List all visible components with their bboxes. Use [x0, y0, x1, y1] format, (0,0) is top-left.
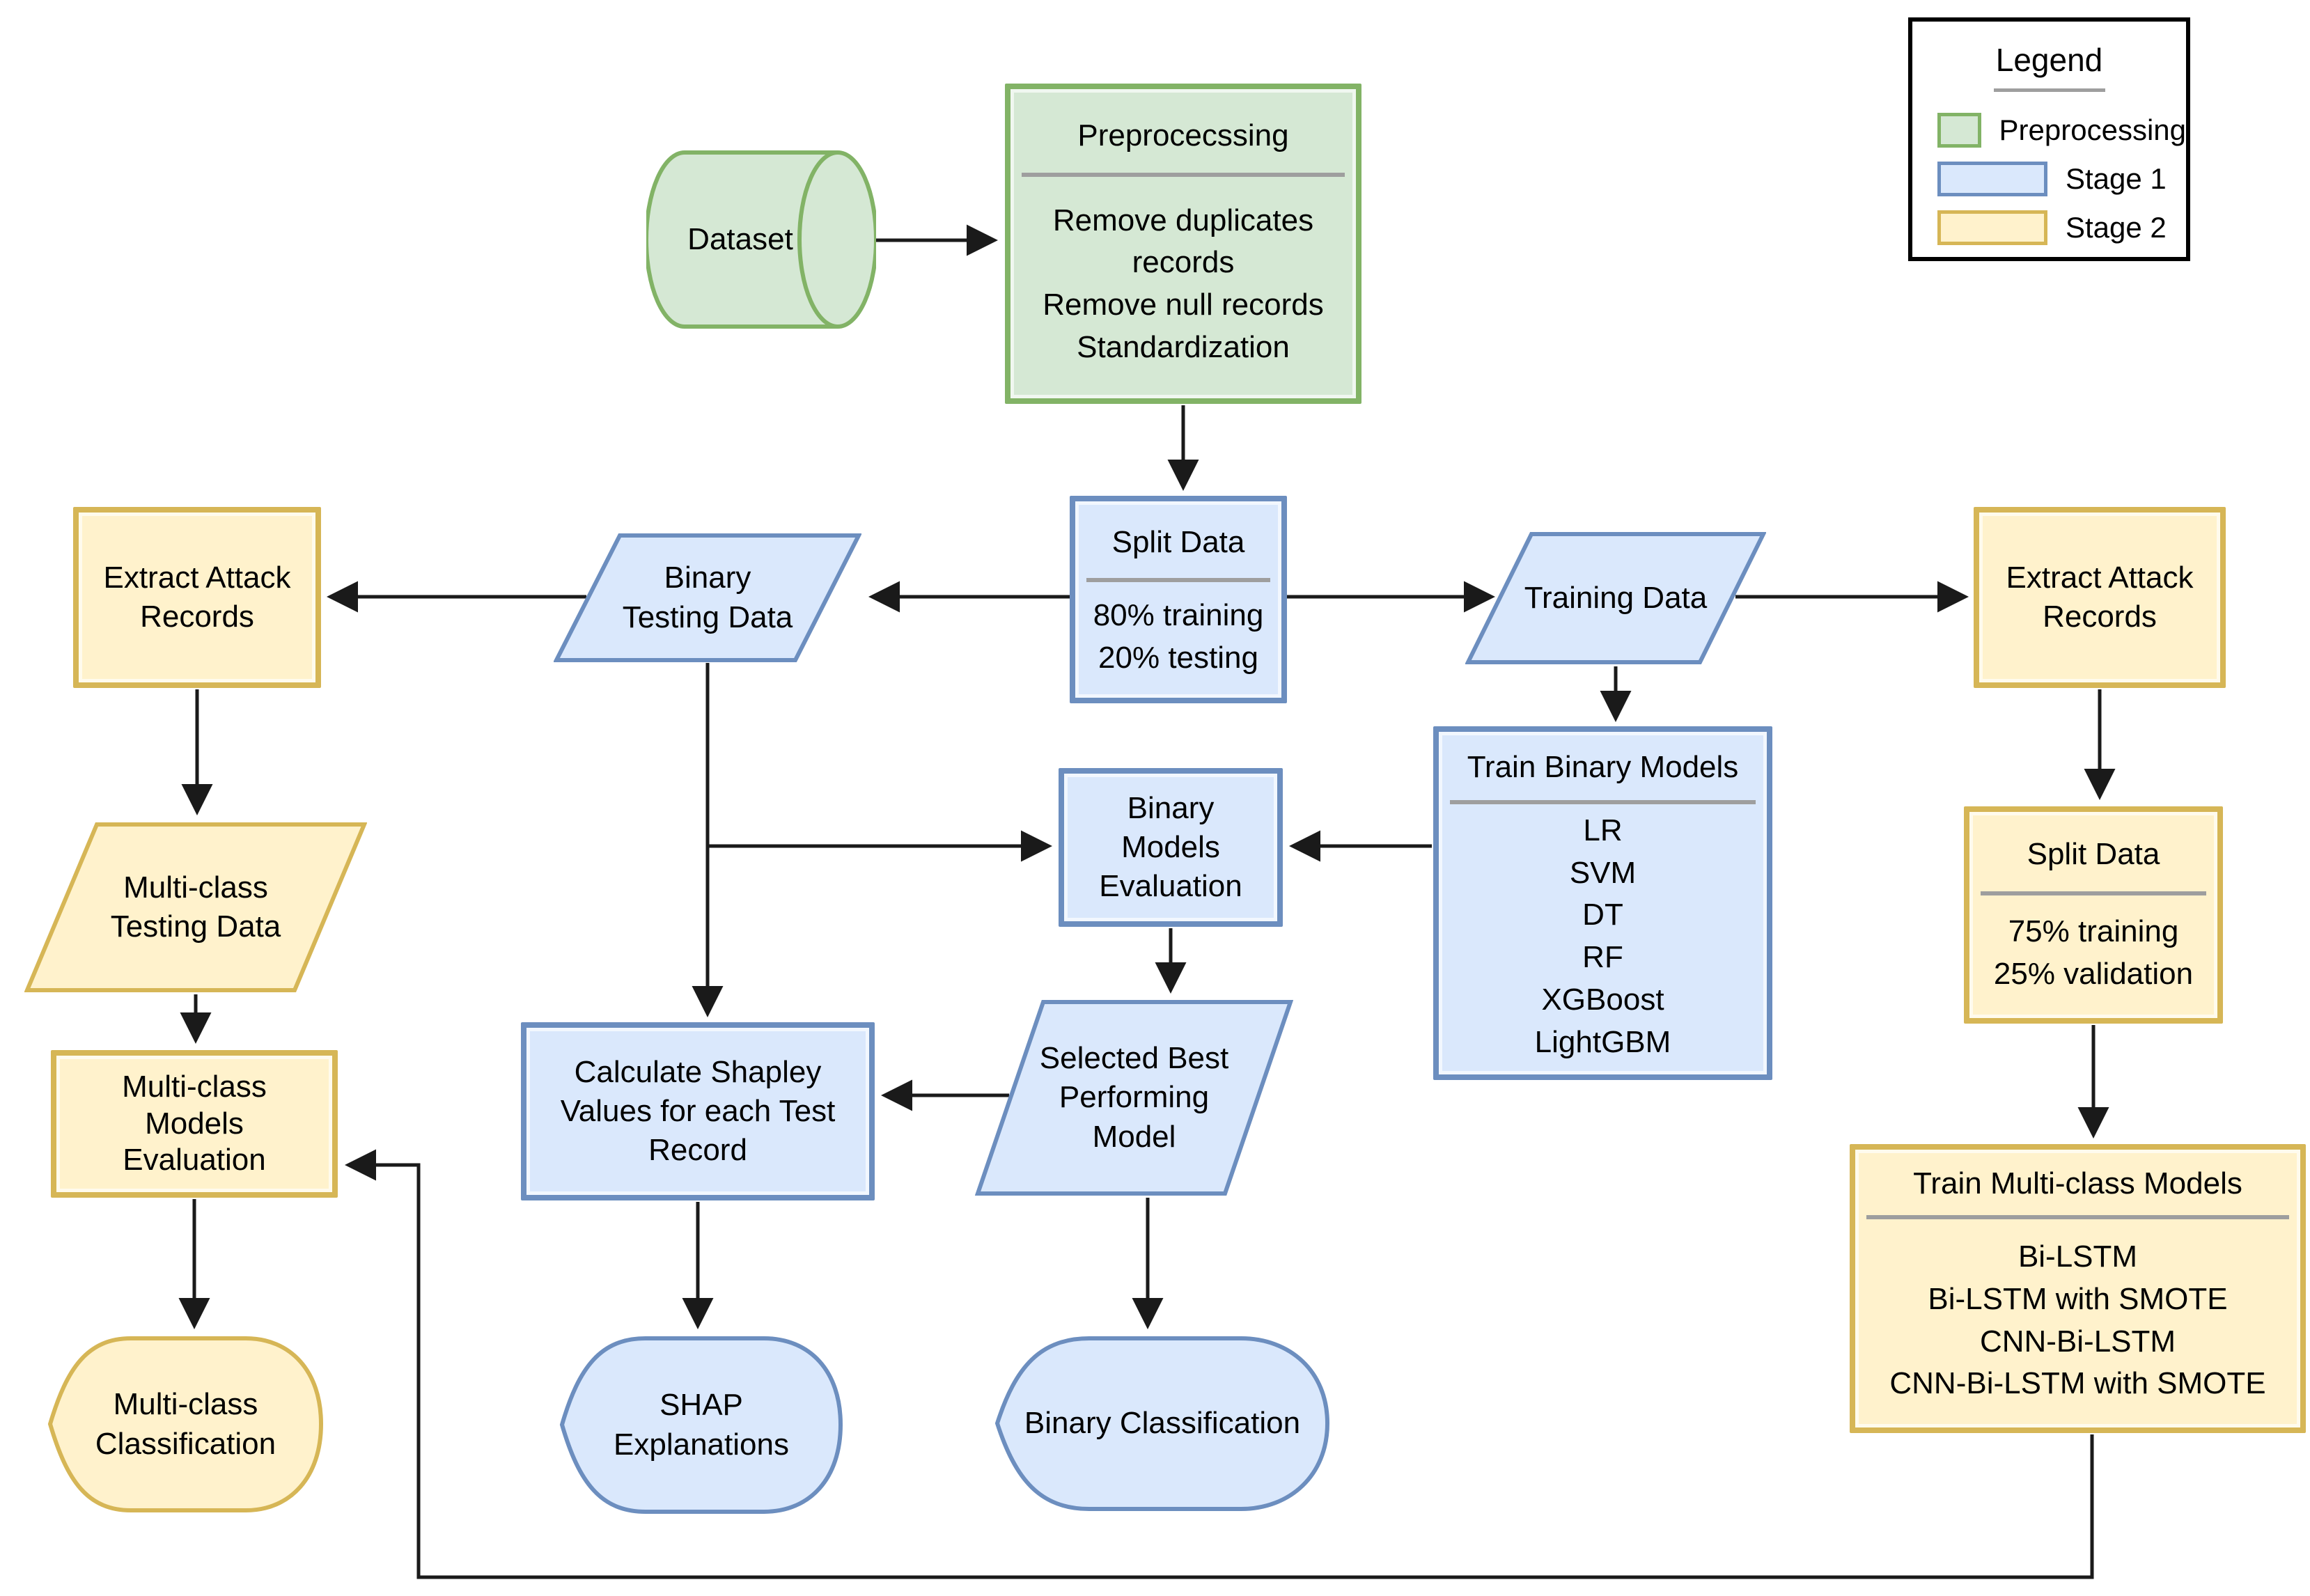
legend-divider	[1993, 88, 2105, 92]
preprocessing-divider	[1022, 173, 1345, 177]
train-binary-divider	[1450, 800, 1756, 804]
selected-best-performing-model: Selected Best Performing Model	[975, 999, 1293, 1196]
split-ratio: 75% training	[2008, 914, 2179, 949]
model-name: Bi-LSTM	[2018, 1239, 2138, 1274]
legend-swatch-stage1	[1937, 162, 2047, 196]
node-label: Binary	[1127, 790, 1215, 825]
node-label: SHAP	[660, 1388, 743, 1423]
multiclass-testing-data: Multi-class Testing Data	[24, 822, 367, 993]
split-data-right-title: Split Data	[2027, 837, 2160, 871]
split-ratio: 80% training	[1093, 598, 1264, 633]
train-binary-models: Train Binary Models LR SVM DT RF XGBoost…	[1433, 726, 1772, 1080]
multiclass-classification: Multi-class Classification	[47, 1336, 324, 1513]
node-label: Values for each Test	[560, 1093, 836, 1128]
node-label: Models	[145, 1106, 244, 1141]
arrow-trainmulti-to-multieval	[345, 1149, 2094, 1579]
legend-row-stage2: Stage 2	[1912, 203, 2186, 252]
split-ratio: 25% validation	[1993, 957, 2194, 991]
calculate-shapley-values: Calculate Shapley Values for each Test R…	[521, 1022, 875, 1200]
model-name: SVM	[1569, 855, 1637, 890]
binary-models-evaluation: Binary Models Evaluation	[1059, 768, 1283, 927]
legend-title: Legend	[1995, 42, 2103, 78]
preprocessing-step: Remove duplicates records	[1052, 203, 1314, 280]
training-data: Training Data	[1465, 531, 1766, 665]
model-name: DT	[1582, 898, 1623, 932]
split-ratio: 20% testing	[1098, 641, 1258, 675]
parallelogram-shape	[975, 1000, 1293, 1196]
preprocessing-title: Preprocecssing	[1077, 118, 1289, 152]
train-binary-title: Train Binary Models	[1467, 750, 1739, 784]
split-data-right-divider	[1981, 891, 2206, 895]
node-label: Evaluation	[1099, 869, 1242, 904]
node-label: Records	[140, 600, 254, 634]
node-label: Binary	[664, 561, 751, 595]
model-name: XGBoost	[1541, 982, 1664, 1017]
node-label: Records	[2043, 600, 2157, 634]
train-multiclass-title: Train Multi-class Models	[1913, 1166, 2242, 1200]
preprocessing-box: Preprocecssing Remove duplicates records…	[1005, 84, 1361, 404]
parallelogram-shape	[554, 533, 861, 662]
model-name: Bi-LSTM with SMOTE	[1928, 1281, 2228, 1316]
legend-label: Stage 2	[2066, 211, 2167, 244]
train-multiclass-models: Train Multi-class Models Bi-LSTM Bi-LSTM…	[1850, 1144, 2306, 1433]
node-label: Extract Attack	[2006, 560, 2194, 595]
node-label: Testing Data	[622, 600, 793, 634]
display-shape	[994, 1336, 1330, 1511]
shap-explanations: SHAP Explanations	[559, 1336, 843, 1515]
node-label: Binary Classification	[1024, 1406, 1301, 1441]
node-label: Extract Attack	[103, 560, 291, 595]
display-shape	[47, 1336, 324, 1512]
split-data-center: Split Data 80% training 20% testing	[1070, 496, 1287, 703]
parallelogram-shape	[1465, 532, 1766, 664]
preprocessing-step: Remove null records	[1043, 288, 1324, 322]
node-label: Training Data	[1524, 580, 1708, 615]
split-data-right: Split Data 75% training 25% validation	[1964, 806, 2223, 1024]
node-label: Explanations	[614, 1427, 789, 1462]
extract-attack-records-right: Extract Attack Records	[1974, 507, 2226, 688]
legend: Legend Preprocessing Stage 1 Stage 2	[1908, 17, 2190, 261]
node-label: Models	[1121, 829, 1220, 864]
preprocessing-step: Standardization	[1077, 329, 1290, 364]
model-name: CNN-Bi-LSTM with SMOTE	[1889, 1366, 2266, 1401]
model-name: CNN-Bi-LSTM	[1979, 1324, 2176, 1359]
legend-row-stage1: Stage 1	[1912, 155, 2186, 203]
node-label: Multi-class	[113, 1387, 258, 1422]
dataset-label: Dataset	[687, 221, 793, 256]
node-label: Evaluation	[123, 1143, 266, 1178]
node-label: Testing Data	[110, 909, 281, 944]
model-name: LightGBM	[1534, 1024, 1671, 1059]
node-label: Record	[648, 1133, 747, 1168]
split-data-title: Split Data	[1111, 525, 1245, 559]
legend-label: Stage 1	[2066, 162, 2167, 195]
train-multiclass-divider	[1866, 1215, 2289, 1219]
legend-swatch-stage2	[1937, 210, 2047, 245]
split-data-divider	[1086, 578, 1270, 582]
node-label: Multi-class	[122, 1069, 267, 1104]
dataset-cylinder: Dataset	[646, 150, 876, 329]
model-name: LR	[1583, 813, 1623, 847]
node-label: Performing	[1059, 1080, 1210, 1115]
node-label: Model	[1092, 1119, 1176, 1154]
extract-attack-records-left: Extract Attack Records	[73, 507, 321, 688]
node-label: Multi-class	[123, 870, 268, 905]
binary-testing-data: Binary Testing Data	[554, 533, 861, 663]
node-label: Calculate Shapley	[574, 1054, 822, 1089]
legend-label: Preprocessing	[1999, 114, 2186, 146]
node-label: Classification	[95, 1426, 276, 1461]
model-name: RF	[1582, 940, 1623, 975]
legend-row-preprocessing: Preprocessing	[1912, 106, 2186, 155]
legend-swatch-preprocessing	[1937, 113, 1981, 148]
multiclass-models-evaluation: Multi-class Models Evaluation	[51, 1050, 338, 1198]
node-label: Selected Best	[1039, 1041, 1229, 1076]
parallelogram-shape	[24, 822, 367, 992]
display-shape	[559, 1336, 843, 1514]
cylinder-shape	[646, 150, 876, 329]
binary-classification: Binary Classification	[994, 1336, 1330, 1512]
